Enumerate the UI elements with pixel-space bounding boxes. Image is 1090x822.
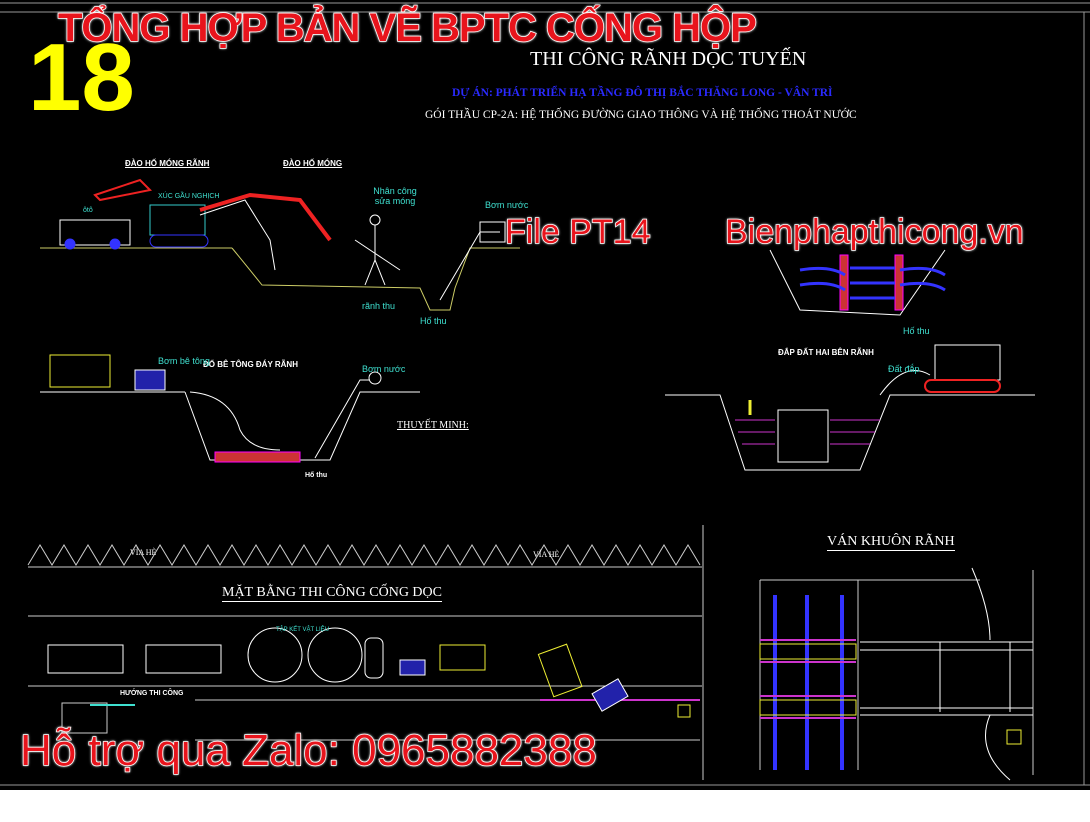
formwork-title: VÁN KHUÔN RÃNH (827, 534, 955, 551)
sump-label-right: Hố thu (903, 326, 930, 336)
ditch-label: rãnh thu (362, 301, 396, 311)
sidewalk-right-label: VỈA HÈ (533, 550, 560, 559)
sheet-number: 18 (28, 24, 135, 131)
site-watermark: Bienphapthicong.vn (724, 212, 1024, 252)
support-contact: Hỗ trợ qua Zalo: 0965882388 (19, 725, 597, 776)
water-pump-label: Bơm nước (362, 364, 406, 374)
drawing-title: THI CÔNG RÃNH DỌC TUYẾN (530, 48, 807, 70)
cad-drawing-canvas: TỔNG HỢP BẢN VẼ BPTC CỐNG HỘP 18 THI CÔN… (0, 0, 1090, 790)
backfill-section (665, 344, 1035, 471)
package-name: GÓI THẦU CP-2A: HỆ THỐNG ĐƯỜNG GIAO THÔN… (425, 109, 857, 121)
formwork-plan (759, 567, 1034, 781)
main-title-overlay: TỔNG HỢP BẢN VẼ BPTC CỐNG HỘP (57, 5, 757, 51)
label-pit-excavation: ĐÀO HỐ MÓNG (283, 159, 343, 168)
label-concrete-pour: ĐỔ BÊ TÔNG ĐÁY RÃNH (203, 360, 298, 369)
notes-heading: THUYẾT MINH: (397, 420, 469, 431)
concrete-pump-label: Bơm bê tông (158, 356, 210, 366)
material-label: TẬP KẾT VẬT LIỆU (276, 627, 330, 633)
truck-label: ôtô (83, 207, 93, 214)
concrete-section (40, 354, 420, 463)
worker-label: Nhân công sửa móng (373, 186, 417, 206)
direction-arrow-icon (90, 704, 135, 706)
formwork-cross-section (769, 249, 946, 316)
sump-label: Hố thu (420, 316, 447, 326)
label-backfill: ĐẮP ĐẤT HAI BÊN RÃNH (778, 348, 874, 357)
plan-title: MẶT BẰNG THI CÔNG CỐNG DỌC (222, 585, 442, 602)
file-watermark: File PT14 (504, 212, 651, 252)
plan-view (27, 525, 704, 780)
excavator-label: XÚC GẦU NGHỊCH (158, 193, 220, 200)
concrete-sump-label: Hố thu (305, 472, 328, 479)
sidewalk-left-label: VỈA HÈ (130, 548, 157, 557)
excavation-section (40, 178, 520, 311)
pump-label: Bơm nước (485, 200, 529, 210)
fill-soil-label: Đất đắp (888, 364, 920, 374)
project-name: DỰ ÁN: PHÁT TRIỂN HẠ TẦNG ĐÔ THỊ BẮC THĂ… (452, 87, 833, 99)
label-trench-excavation: ĐÀO HỐ MÓNG RÃNH (125, 159, 210, 168)
direction-label: HƯỚNG THI CÔNG (120, 690, 184, 697)
cad-linework (0, 2, 1090, 786)
